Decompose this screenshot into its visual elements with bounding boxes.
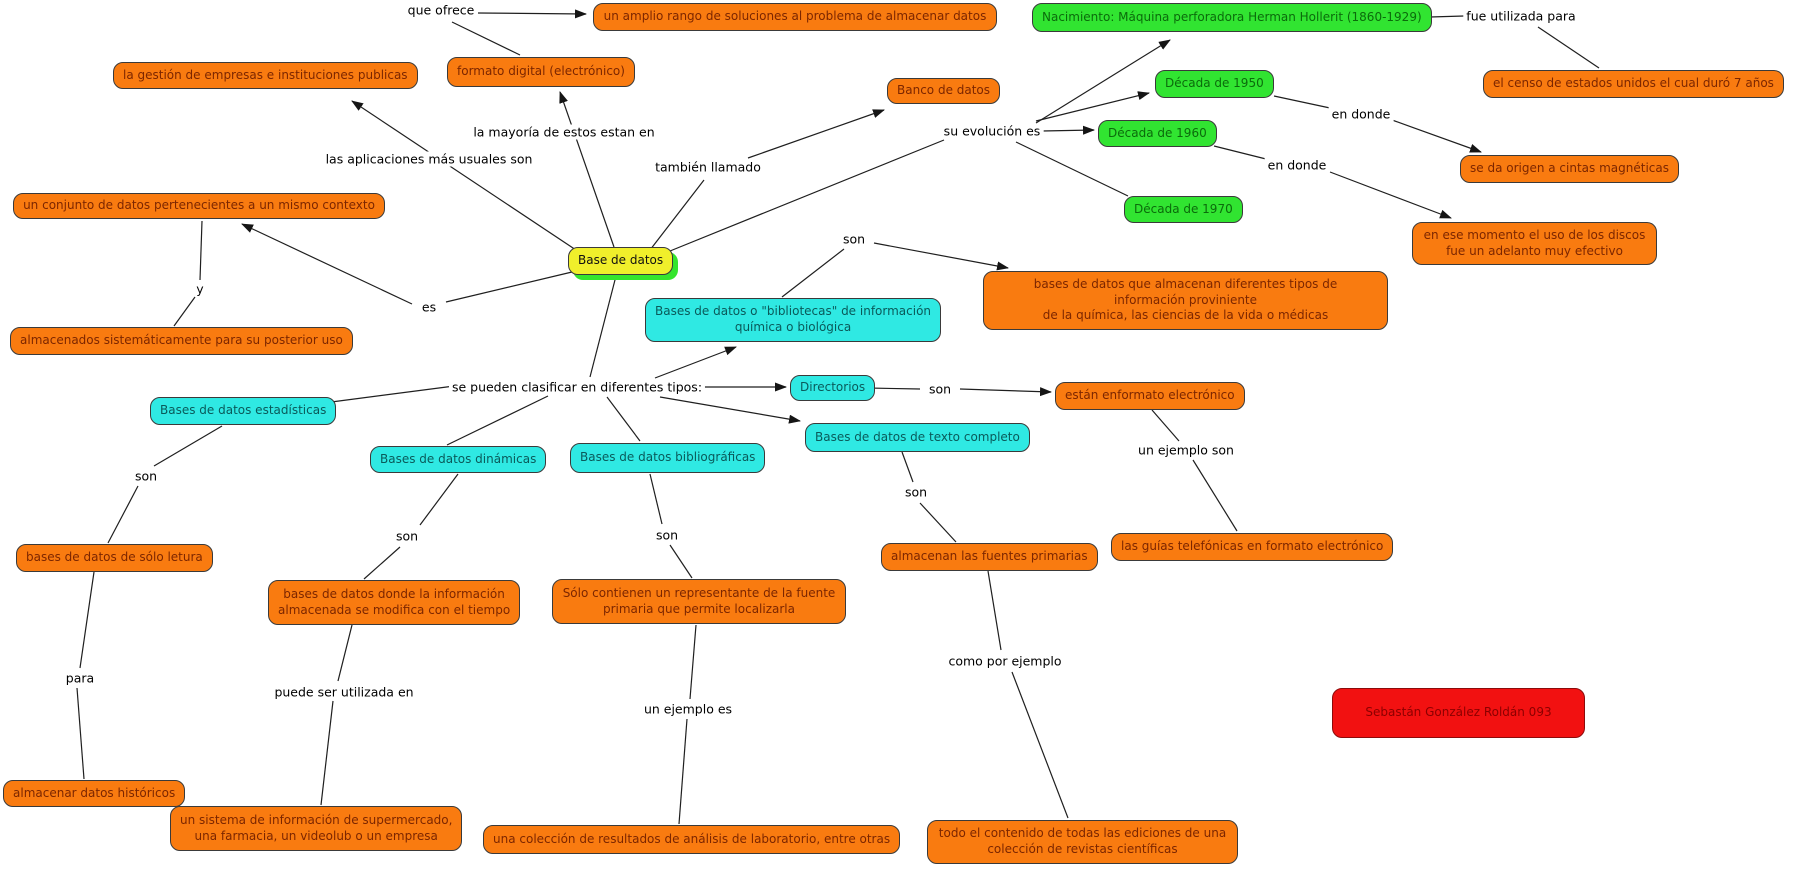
link-phrase-label[interactable]: y xyxy=(193,281,207,297)
node-directorios[interactable]: Directorios xyxy=(790,375,876,401)
node-banco-de-datos[interactable]: Banco de datos xyxy=(887,78,1001,104)
link-phrase-label[interactable]: su evolución es xyxy=(940,123,1044,139)
node-texto-completo[interactable]: Bases de datos de texto completo xyxy=(805,423,1030,452)
node-censo[interactable]: el censo de estados unidos el cual duró … xyxy=(1483,70,1784,98)
link-phrase-label[interactable]: un ejemplo son xyxy=(1135,442,1237,458)
link-phrase-label[interactable]: que ofrece xyxy=(404,2,478,18)
node-datos-historicos[interactable]: almacenar datos históricos xyxy=(3,780,186,807)
link-phrase-label[interactable]: son xyxy=(392,528,422,544)
node-bibliograficas[interactable]: Bases de datos bibliográficas xyxy=(570,443,766,473)
node-decada-1960[interactable]: Década de 1960 xyxy=(1098,120,1217,147)
node-en-ese-momento[interactable]: en ese momento el uso de los discos fue … xyxy=(1412,222,1657,265)
link-phrase-label[interactable]: son xyxy=(901,484,931,500)
link-phrase-label[interactable]: son xyxy=(839,231,869,247)
link-phrase-label[interactable]: puede ser utilizada en xyxy=(271,684,417,700)
node-decada-1950[interactable]: Década de 1950 xyxy=(1155,70,1274,98)
node-gestion-empresas[interactable]: la gestión de empresas e instituciones p… xyxy=(113,62,418,89)
node-un-conjunto[interactable]: un conjunto de datos pertenecientes a un… xyxy=(13,193,385,219)
link-phrase-label[interactable]: son xyxy=(131,468,161,484)
node-formato-digital[interactable]: formato digital (electrónico) xyxy=(447,57,635,87)
link-phrase-label[interactable]: en donde xyxy=(1264,157,1330,173)
node-autor[interactable]: Sebastán González Roldán 093 xyxy=(1332,688,1585,738)
link-phrase-label[interactable]: para xyxy=(62,670,98,686)
node-estadisticas[interactable]: Bases de datos estadísticas xyxy=(150,397,337,425)
node-cintas-magneticas[interactable]: se da origen a cintas magnéticas xyxy=(1460,155,1679,183)
link-phrase-label[interactable]: un ejemplo es xyxy=(640,701,736,717)
node-nacimiento[interactable]: Nacimiento: Máquina perforadora Herman H… xyxy=(1032,3,1432,32)
link-phrase-label[interactable]: como por ejemplo xyxy=(945,653,1065,669)
link-phrase-label[interactable]: son xyxy=(925,381,955,397)
node-supermercado[interactable]: un sistema de información de supermercad… xyxy=(170,806,463,851)
node-amplio-rango[interactable]: un amplio rango de soluciones al problem… xyxy=(593,3,997,31)
node-guias-telefonicas[interactable]: las guías telefónicas en formato electró… xyxy=(1111,533,1394,561)
node-fuentes-primarias[interactable]: almacenan las fuentes primarias xyxy=(881,543,1098,571)
node-decada-1970[interactable]: Década de 1970 xyxy=(1124,196,1243,223)
node-estan-enformato[interactable]: están enformato electrónico xyxy=(1055,382,1245,410)
node-bibliotecas-quimica[interactable]: Bases de datos o "bibliotecas" de inform… xyxy=(645,298,942,342)
link-phrase-label[interactable]: en donde xyxy=(1328,106,1394,122)
link-phrase-label[interactable]: también llamado xyxy=(652,159,764,175)
link-phrase-label[interactable]: se pueden clasificar en diferentes tipos… xyxy=(448,379,706,395)
link-phrase-label[interactable]: fue utilizada para xyxy=(1463,8,1579,24)
link-phrase-label[interactable]: es xyxy=(418,299,440,315)
node-coleccion-analisis[interactable]: una colección de resultados de análisis … xyxy=(483,825,901,854)
node-revistas[interactable]: todo el contenido de todas las ediciones… xyxy=(927,820,1238,864)
node-almacenados[interactable]: almacenados sistemáticamente para su pos… xyxy=(10,327,353,355)
node-solo-letura[interactable]: bases de datos de sólo letura xyxy=(16,544,213,572)
link-phrase-label[interactable]: la mayoría de estos estan en xyxy=(470,124,658,140)
node-base-de-datos[interactable]: Base de datos xyxy=(568,247,674,275)
node-quimica-medicas[interactable]: bases de datos que almacenan diferentes … xyxy=(983,271,1388,330)
link-phrase-label[interactable]: las aplicaciones más usuales son xyxy=(322,151,536,167)
node-info-modifica[interactable]: bases de datos donde la información alma… xyxy=(268,580,521,625)
link-phrase-label[interactable]: son xyxy=(652,527,682,543)
node-dinamicas[interactable]: Bases de datos dinámicas xyxy=(370,446,547,473)
node-solo-contienen[interactable]: Sólo contienen un representante de la fu… xyxy=(552,579,846,624)
